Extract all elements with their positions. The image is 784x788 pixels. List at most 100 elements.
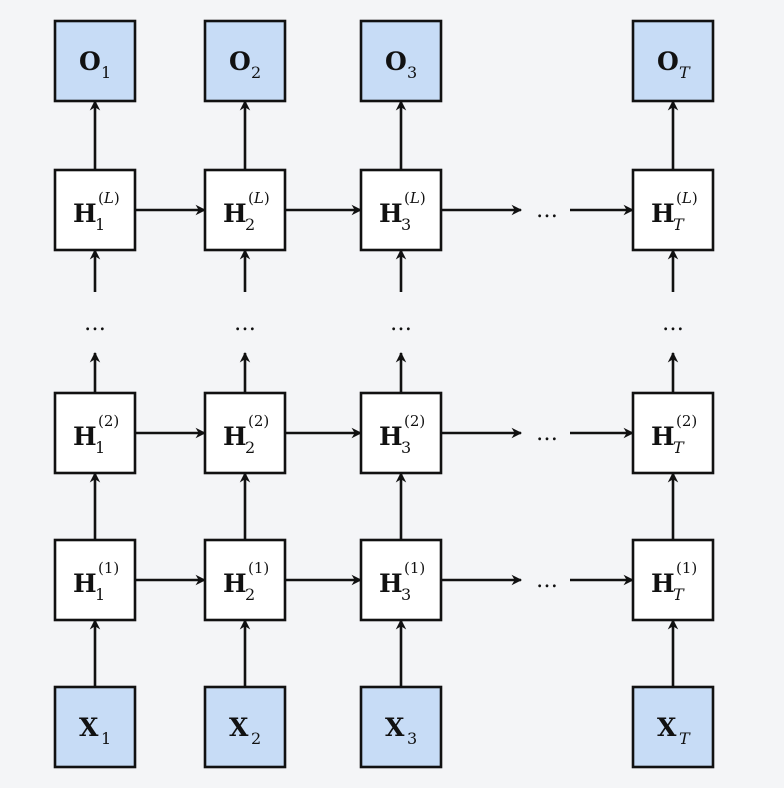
node-subscript: T: [673, 585, 685, 604]
node-box: [203, 391, 287, 475]
node-symbol: H: [223, 199, 247, 228]
node-symbol: X: [657, 713, 677, 742]
node-box: [53, 168, 137, 252]
node-box: [359, 19, 443, 103]
node-symbol: H: [651, 199, 675, 228]
node-subscript: 2: [251, 63, 261, 82]
node-symbol: H: [73, 422, 97, 451]
ellipsis-layer-gap: …: [234, 311, 256, 336]
node-superscript: (1): [248, 559, 269, 577]
node-subscript: 1: [101, 729, 111, 748]
node-superscript: (L): [98, 189, 120, 207]
node-symbol: X: [385, 713, 405, 742]
node-symbol: X: [229, 713, 249, 742]
node-symbol: H: [223, 422, 247, 451]
node-symbol: H: [379, 422, 403, 451]
node-subscript: 2: [245, 438, 255, 457]
node-subscript: 1: [95, 215, 105, 234]
node-box: [359, 391, 443, 475]
node-h21: H2 (1): [203, 538, 287, 622]
node-superscript: (1): [98, 559, 119, 577]
node-subscript: 1: [95, 585, 105, 604]
node-superscript: (2): [248, 412, 269, 430]
node-subscript: 3: [401, 215, 411, 234]
node-superscript: (2): [676, 412, 697, 430]
node-ht1: HT (1): [631, 538, 715, 622]
node-htl: HT (L): [631, 168, 715, 252]
node-box: [359, 538, 443, 622]
node-box: [359, 168, 443, 252]
node-box: [53, 538, 137, 622]
node-subscript: T: [673, 438, 685, 457]
node-symbol: H: [651, 569, 675, 598]
node-symbol: H: [223, 569, 247, 598]
node-symbol: H: [73, 569, 97, 598]
node-box: [359, 685, 443, 769]
node-subscript: 1: [101, 63, 111, 82]
node-subscript: 1: [95, 438, 105, 457]
node-symbol: O: [229, 47, 251, 76]
node-box: [53, 685, 137, 769]
node-symbol: X: [79, 713, 99, 742]
node-h12: H1 (2): [53, 391, 137, 475]
ellipsis-layer-gap: …: [662, 311, 684, 336]
node-symbol: H: [379, 569, 403, 598]
node-box: [53, 19, 137, 103]
node-symbol: O: [657, 47, 679, 76]
node-h31: H3 (1): [359, 538, 443, 622]
node-subscript: T: [679, 729, 691, 748]
ellipsis-layer-gap: …: [390, 311, 412, 336]
ellipsis-time-gap: …: [536, 421, 558, 446]
node-subscript: 2: [245, 215, 255, 234]
node-symbol: H: [651, 422, 675, 451]
node-h11: H1 (1): [53, 538, 137, 622]
node-superscript: (2): [98, 412, 119, 430]
node-box: [53, 391, 137, 475]
node-symbol: H: [379, 199, 403, 228]
node-subscript: 2: [245, 585, 255, 604]
node-symbol: H: [73, 199, 97, 228]
node-superscript: (L): [676, 189, 698, 207]
ellipsis-layer-gap: …: [84, 311, 106, 336]
node-subscript: T: [673, 215, 685, 234]
node-h3l: H3 (L): [359, 168, 443, 252]
node-subscript: 2: [251, 729, 261, 748]
node-superscript: (1): [676, 559, 697, 577]
node-subscript: 3: [407, 729, 417, 748]
node-box: [631, 391, 715, 475]
node-superscript: (1): [404, 559, 425, 577]
ellipsis-layer: …………………: [84, 198, 684, 593]
node-box: [203, 538, 287, 622]
node-box: [631, 685, 715, 769]
node-subscript: 3: [401, 438, 411, 457]
node-box: [631, 168, 715, 252]
node-h22: H2 (2): [203, 391, 287, 475]
node-h1l: H1 (L): [53, 168, 137, 252]
node-subscript: 3: [401, 585, 411, 604]
node-symbol: O: [385, 47, 407, 76]
node-superscript: (L): [404, 189, 426, 207]
node-box: [203, 685, 287, 769]
ellipsis-time-gap: …: [536, 568, 558, 593]
node-superscript: (L): [248, 189, 270, 207]
node-h2l: H2 (L): [203, 168, 287, 252]
node-box: [203, 19, 287, 103]
node-box: [631, 538, 715, 622]
node-superscript: (2): [404, 412, 425, 430]
node-subscript: 3: [407, 63, 417, 82]
node-subscript: T: [679, 63, 691, 82]
node-ht2: HT (2): [631, 391, 715, 475]
edges-layer: [89, 99, 679, 687]
node-h32: H3 (2): [359, 391, 443, 475]
node-box: [203, 168, 287, 252]
